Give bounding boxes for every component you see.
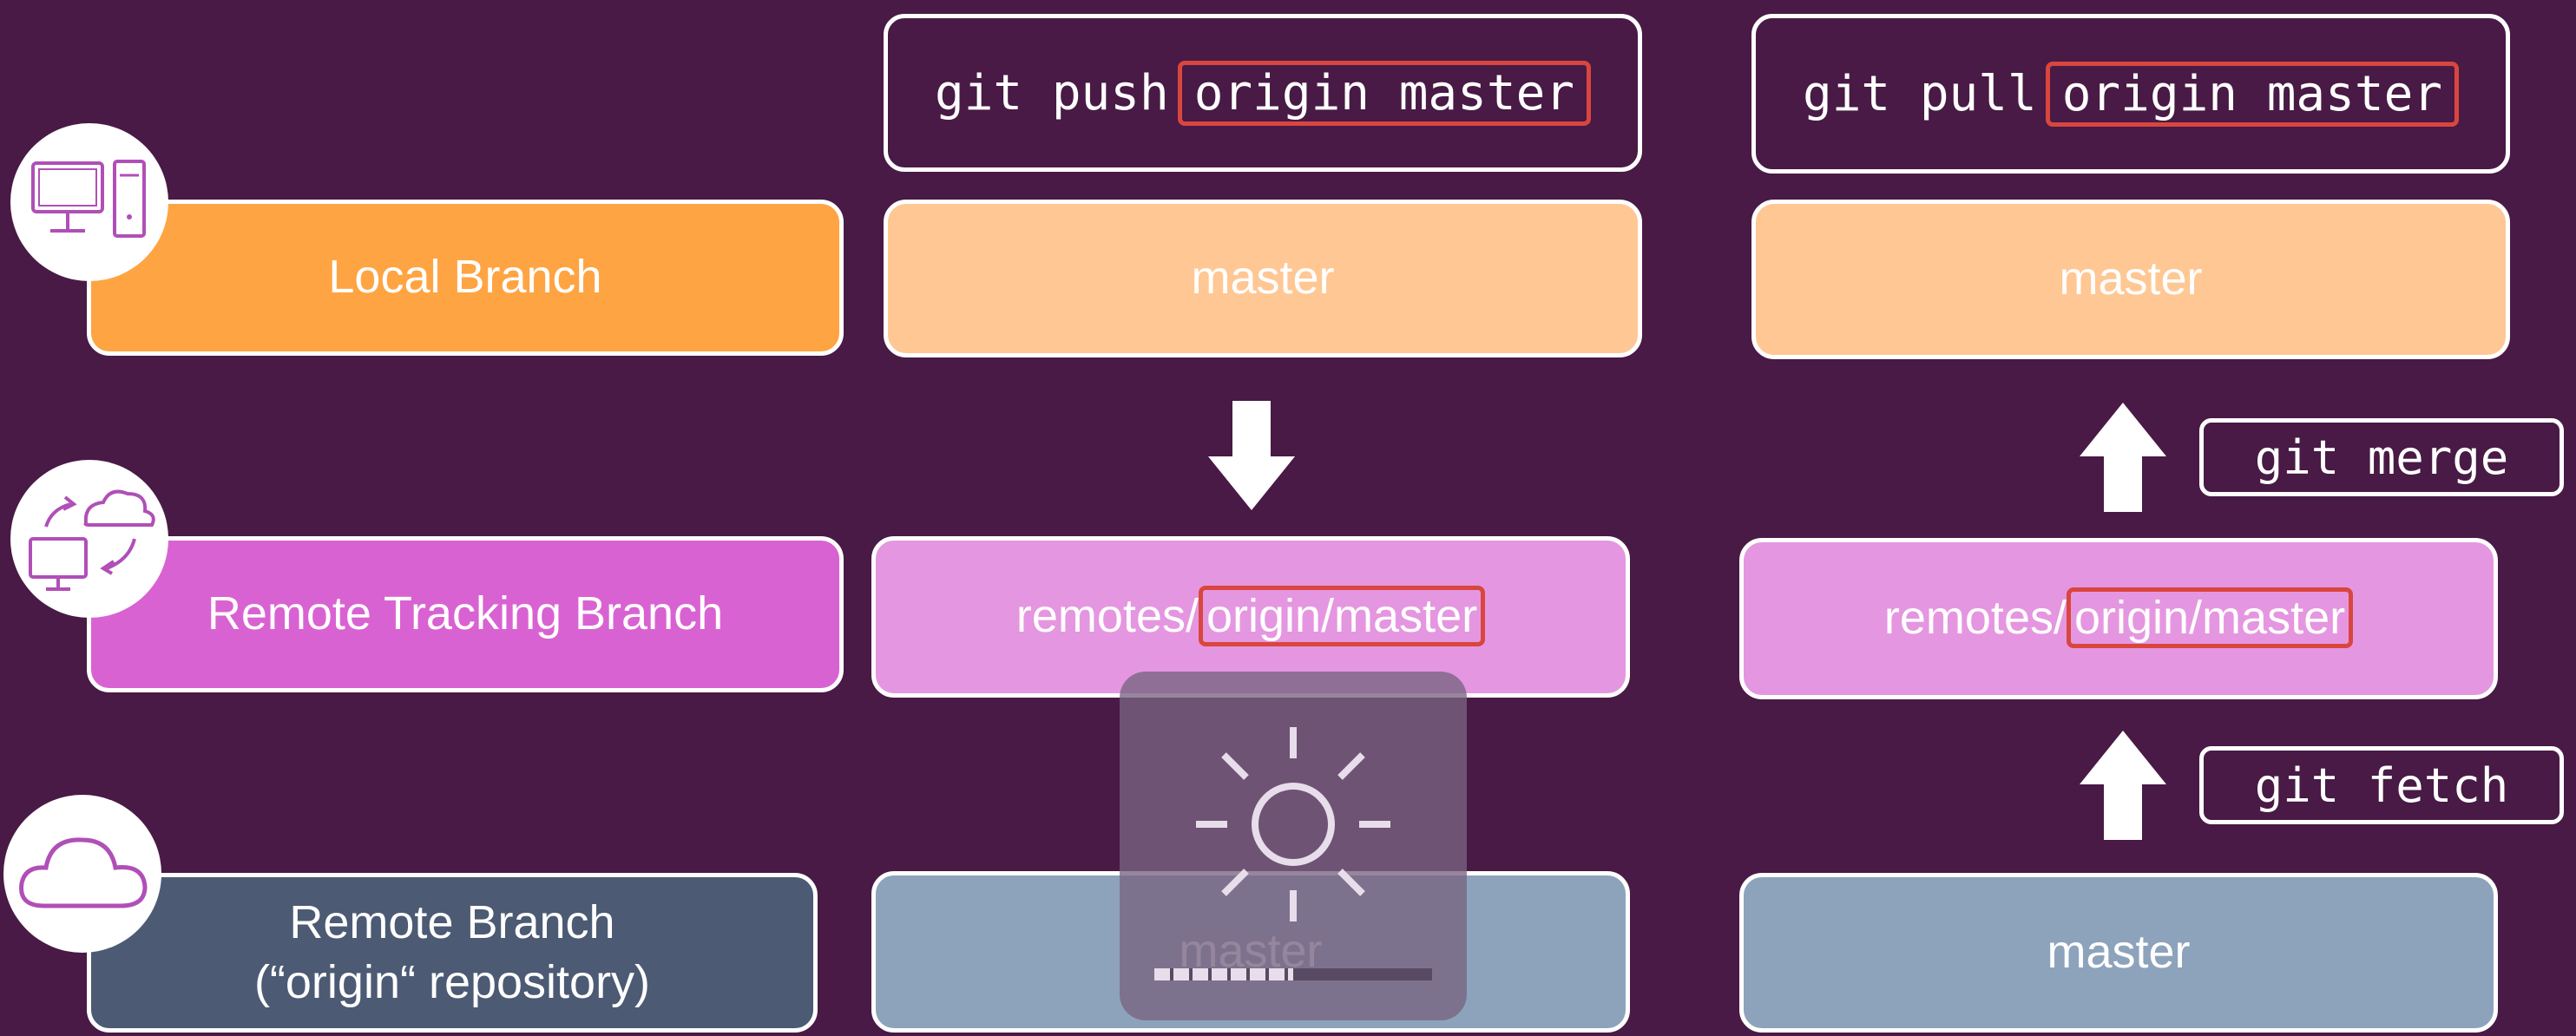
git-pull-prefix: git pull [1802,65,2037,122]
remote-branch-label: Remote Branch [289,895,615,948]
git-fetch-label: git fetch [2254,757,2509,813]
pull-local-master-label: master [2059,252,2203,305]
arrow-up-icon [2080,403,2166,512]
pull-local-master-box: master [1751,200,2510,359]
local-branch-label: Local Branch [328,251,602,304]
push-tracking-box: remotes/origin/master [871,536,1630,698]
remote-branch-label-box: Remote Branch (“origin“ repository) [87,873,818,1033]
pull-tracking-prefix: remotes/ [1883,592,2067,645]
push-local-master-box: master [884,200,1642,357]
remote-branch-sublabel: (“origin“ repository) [253,956,651,1008]
cloud-icon [3,795,161,953]
git-merge-command: git merge [2199,418,2564,496]
remote-tracking-label: Remote Tracking Branch [207,587,724,640]
brightness-overlay [1120,672,1467,1020]
brightness-level-fill [1154,968,1293,980]
local-branch-label-box: Local Branch [87,200,844,356]
git-merge-label: git merge [2254,429,2509,485]
computer-icon [10,123,168,281]
push-tracking-highlight: origin/master [1198,586,1486,647]
git-fetch-command: git fetch [2199,746,2564,824]
remote-tracking-label-box: Remote Tracking Branch [87,536,844,692]
push-local-master-label: master [1191,252,1335,305]
cloud-sync-icon [10,460,168,618]
git-push-highlight: origin master [1177,60,1591,126]
pull-remote-master-box: master [1739,873,2498,1033]
push-tracking-prefix: remotes/ [1015,590,1199,643]
arrow-down-icon [1208,401,1295,510]
pull-tracking-box: remotes/origin/master [1739,538,2498,699]
pull-remote-master-label: master [2047,926,2191,979]
git-pull-highlight: origin master [2045,61,2459,127]
git-push-prefix: git push [934,64,1169,121]
arrow-up-icon [2080,731,2166,840]
brightness-icon [1196,727,1390,921]
pull-tracking-highlight: origin/master [2066,587,2354,649]
brightness-level-bar [1154,968,1432,980]
